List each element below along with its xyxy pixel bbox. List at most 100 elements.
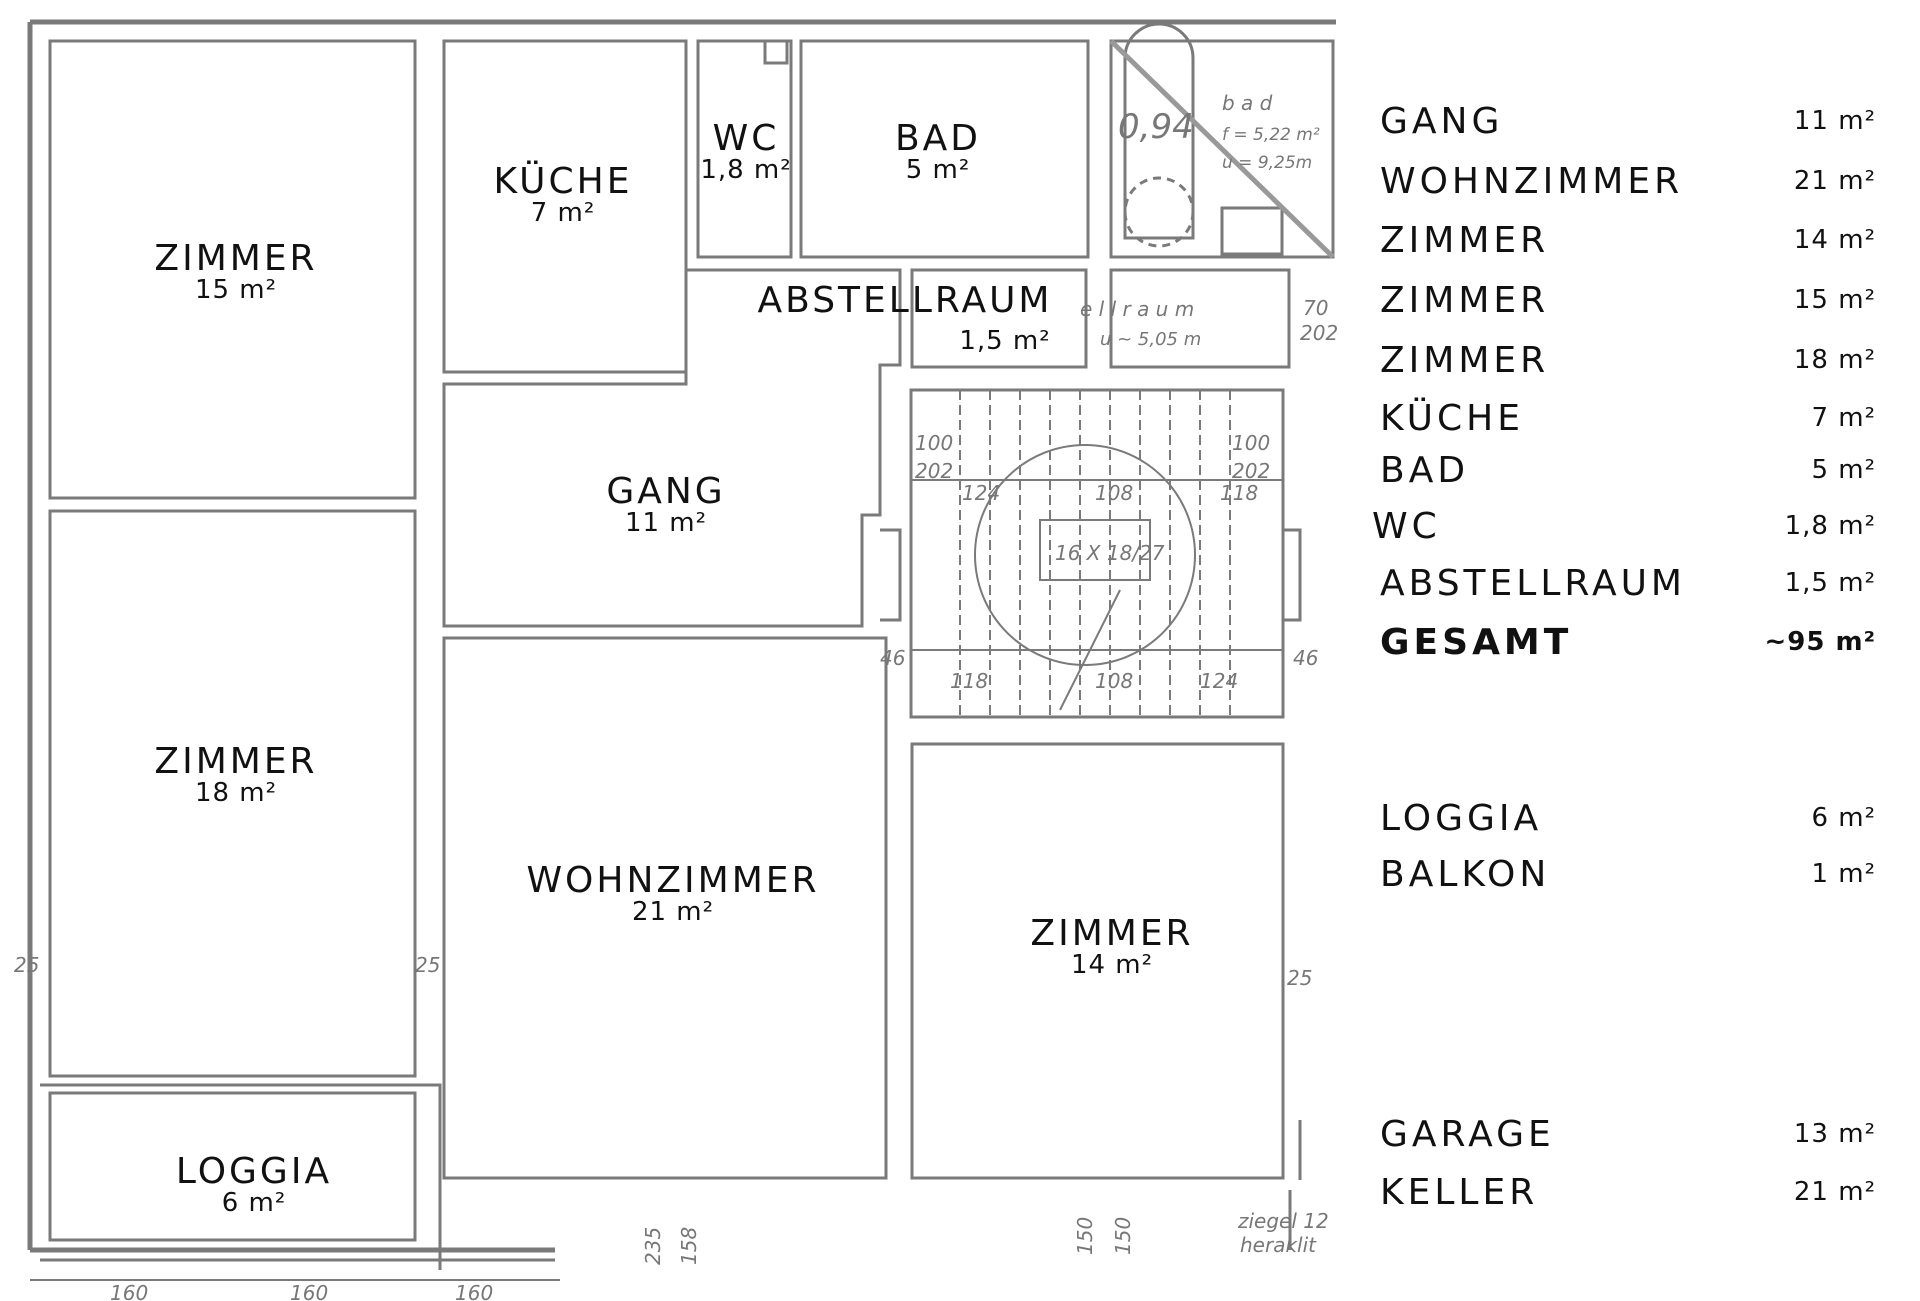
- room-zimmer-15: [48, 39, 417, 500]
- room-label-zimmer-14: ZIMMER 14 m²: [1030, 913, 1194, 980]
- room-name: ZIMMER: [154, 741, 318, 782]
- dimension: 160: [455, 1281, 493, 1301]
- room-area: 11 m²: [624, 508, 708, 538]
- dimension: 202: [1232, 459, 1270, 483]
- dimension: 118: [950, 669, 988, 693]
- legend-area: 11 m²: [1793, 106, 1876, 136]
- legend-total-area: ~95 m²: [1764, 627, 1876, 657]
- annotation: b a d: [1222, 91, 1273, 115]
- room-area: 15 m²: [194, 275, 278, 305]
- room-zimmer-18: [48, 509, 417, 1078]
- legend-total-name: GESAMT: [1380, 621, 1573, 663]
- annotation: f = 5,22 m²: [1222, 125, 1320, 145]
- room-name: KÜCHE: [493, 161, 633, 202]
- room-kueche: [442, 39, 688, 374]
- legend-row: WOHNZIMMER 21 m²: [1380, 156, 1876, 206]
- legend-name: ZIMMER: [1380, 279, 1550, 321]
- outer-wall: [27, 19, 1336, 1253]
- dimension: 46: [1293, 646, 1318, 670]
- dimension: 158: [677, 1227, 701, 1265]
- legend-name: KÜCHE: [1380, 397, 1524, 439]
- dimension: 108: [1095, 481, 1133, 505]
- legend-area: 5 m²: [1811, 455, 1876, 485]
- dimension: 100: [915, 431, 953, 455]
- room-label-wc: WC 1,8 m²: [700, 118, 792, 185]
- legend-name: BAD: [1380, 449, 1470, 491]
- room-gang: [442, 268, 902, 628]
- dimension: 100: [1232, 431, 1270, 455]
- dimension: 108: [1095, 669, 1133, 693]
- room-name: WOHNZIMMER: [526, 860, 820, 901]
- legend-name: ZIMMER: [1380, 339, 1550, 381]
- room-wohnzimmer: [442, 636, 888, 1180]
- room-label-zimmer-15: ZIMMER 15 m²: [154, 238, 318, 305]
- dimension: 160: [110, 1281, 148, 1301]
- legend-total-row: GESAMT ~95 m²: [1380, 617, 1876, 667]
- legend-area: 21 m²: [1793, 166, 1876, 196]
- room-name: WC: [712, 118, 780, 159]
- annotation: e l l r a u m: [1080, 297, 1194, 321]
- room-loggia: [48, 1091, 417, 1242]
- legend-row: ZIMMER 18 m²: [1380, 335, 1876, 385]
- room-label-loggia: LOGGIA 6 m²: [175, 1151, 333, 1217]
- room-label-bad: BAD 5 m²: [894, 118, 982, 184]
- dimension: 118: [1220, 481, 1258, 505]
- dimension: 25: [415, 953, 440, 977]
- room-name: ZIMMER: [154, 238, 318, 279]
- legend-name: BALKON: [1380, 853, 1551, 895]
- annotation: 70: [1303, 296, 1328, 320]
- dimension: 160: [290, 1281, 328, 1301]
- room-label-gang: GANG 11 m²: [606, 471, 726, 538]
- dimension: 46: [880, 646, 905, 670]
- room-name: ABSTELLRAUM: [757, 280, 1053, 321]
- legend-area: 13 m²: [1793, 1119, 1876, 1149]
- room-label-zimmer-18: ZIMMER 18 m²: [154, 741, 318, 808]
- dimension: 150: [1111, 1217, 1135, 1255]
- room-name: GANG: [606, 471, 726, 512]
- room-zimmer-14: [910, 742, 1285, 1180]
- dimension: 25: [1287, 966, 1312, 990]
- room-area: 18 m²: [194, 778, 278, 808]
- dimension: 124: [1200, 669, 1238, 693]
- dimension: 25: [14, 953, 39, 977]
- room-area: 14 m²: [1070, 950, 1154, 980]
- legend-area: 6 m²: [1811, 803, 1876, 833]
- legend-name: ABSTELLRAUM: [1380, 562, 1686, 604]
- room-name: BAD: [894, 118, 982, 159]
- room-area: 21 m²: [631, 897, 715, 927]
- level-annotation: 0,94: [1118, 107, 1194, 147]
- annotation: 202: [1300, 321, 1338, 345]
- room-area: 1,5 m²: [959, 326, 1051, 356]
- room-label-wohnzimmer: WOHNZIMMER 21 m²: [526, 860, 820, 927]
- room-bad: [799, 39, 1090, 259]
- room-name: ZIMMER: [1030, 913, 1194, 954]
- legend-area: 18 m²: [1793, 345, 1876, 375]
- room-area: 1,8 m²: [700, 155, 792, 185]
- legend-area: 21 m²: [1793, 1177, 1876, 1207]
- dimension: 202: [915, 459, 953, 483]
- legend-name: ZIMMER: [1380, 219, 1550, 261]
- legend-name: KELLER: [1380, 1171, 1539, 1213]
- legend-name: WOHNZIMMER: [1380, 160, 1684, 202]
- annotation: ziegel 12: [1237, 1209, 1329, 1233]
- legend-row: ABSTELLRAUM 1,5 m²: [1380, 558, 1876, 608]
- legend-area: 1,5 m²: [1784, 568, 1876, 598]
- dimension: 235: [641, 1227, 665, 1265]
- dimension: 124: [962, 481, 1000, 505]
- annotation: heraklit: [1240, 1233, 1317, 1257]
- annotation: u ~ 5,05 m: [1100, 329, 1201, 350]
- legend-area: 1,8 m²: [1784, 511, 1876, 541]
- legend-name: WC: [1372, 505, 1441, 547]
- room-abstellraum: [910, 268, 1088, 369]
- room-wc: [696, 39, 793, 259]
- legend-row: WC 1,8 m²: [1372, 501, 1876, 551]
- room-name: LOGGIA: [175, 1151, 333, 1192]
